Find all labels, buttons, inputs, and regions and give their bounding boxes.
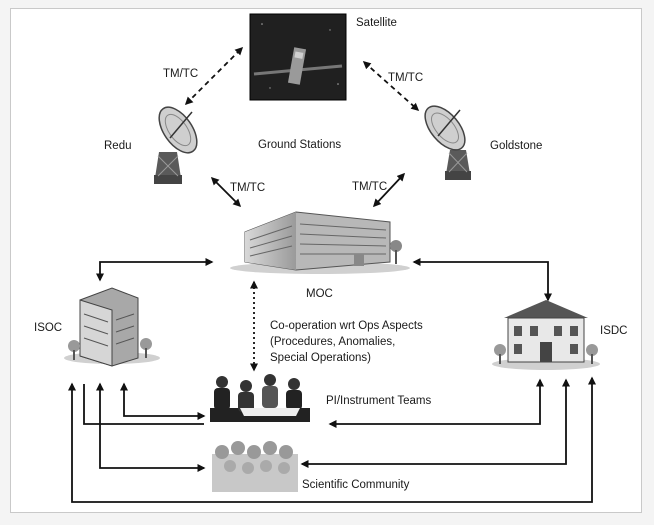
cooperation-label-line3: Special Operations) (270, 352, 371, 364)
satellite-image (249, 13, 347, 101)
moc-label: MOC (306, 288, 333, 300)
cooperation-label-line2: (Procedures, Anomalies, (270, 336, 395, 348)
pi-team-icon (210, 374, 310, 422)
scientific-community-icon (212, 441, 298, 492)
scientific-community-label: Scientific Community (302, 479, 410, 491)
ground-stations-label: Ground Stations (258, 139, 341, 151)
redu-dish-icon (154, 106, 198, 184)
link-isoc-pi-teams-1 (120, 382, 206, 420)
tmtc-label-left-bottom: TM/TC (230, 182, 265, 194)
tmtc-label-left-top: TM/TC (163, 68, 198, 80)
isoc-building-icon (64, 287, 160, 367)
tmtc-link-goldstone-moc (372, 172, 406, 208)
tmtc-link-goldstone-satellite (362, 61, 420, 111)
isdc-building-icon (492, 300, 600, 370)
moc-building-icon (230, 211, 410, 274)
link-science-isdc (300, 378, 570, 468)
isoc-label: ISOC (34, 322, 62, 334)
tmtc-link-redu-satellite (184, 46, 244, 106)
link-isoc-moc (96, 258, 214, 282)
link-isoc-outer-loop (68, 376, 596, 503)
goldstone-dish-icon (424, 105, 471, 180)
link-moc-isdc (412, 258, 552, 302)
tmtc-link-redu-moc (210, 176, 242, 208)
satellite-label: Satellite (356, 17, 397, 29)
tmtc-label-right-bottom: TM/TC (352, 181, 387, 193)
cooperation-label-line1: Co-operation wrt Ops Aspects (270, 320, 423, 332)
isdc-label: ISDC (600, 325, 627, 337)
redu-label: Redu (104, 140, 132, 152)
goldstone-label: Goldstone (490, 140, 542, 152)
link-isoc-science (96, 382, 206, 472)
tmtc-label-right-top: TM/TC (388, 72, 423, 84)
link-isoc-pi-teams-2 (83, 384, 204, 425)
pi-teams-label: PI/Instrument Teams (326, 395, 431, 407)
